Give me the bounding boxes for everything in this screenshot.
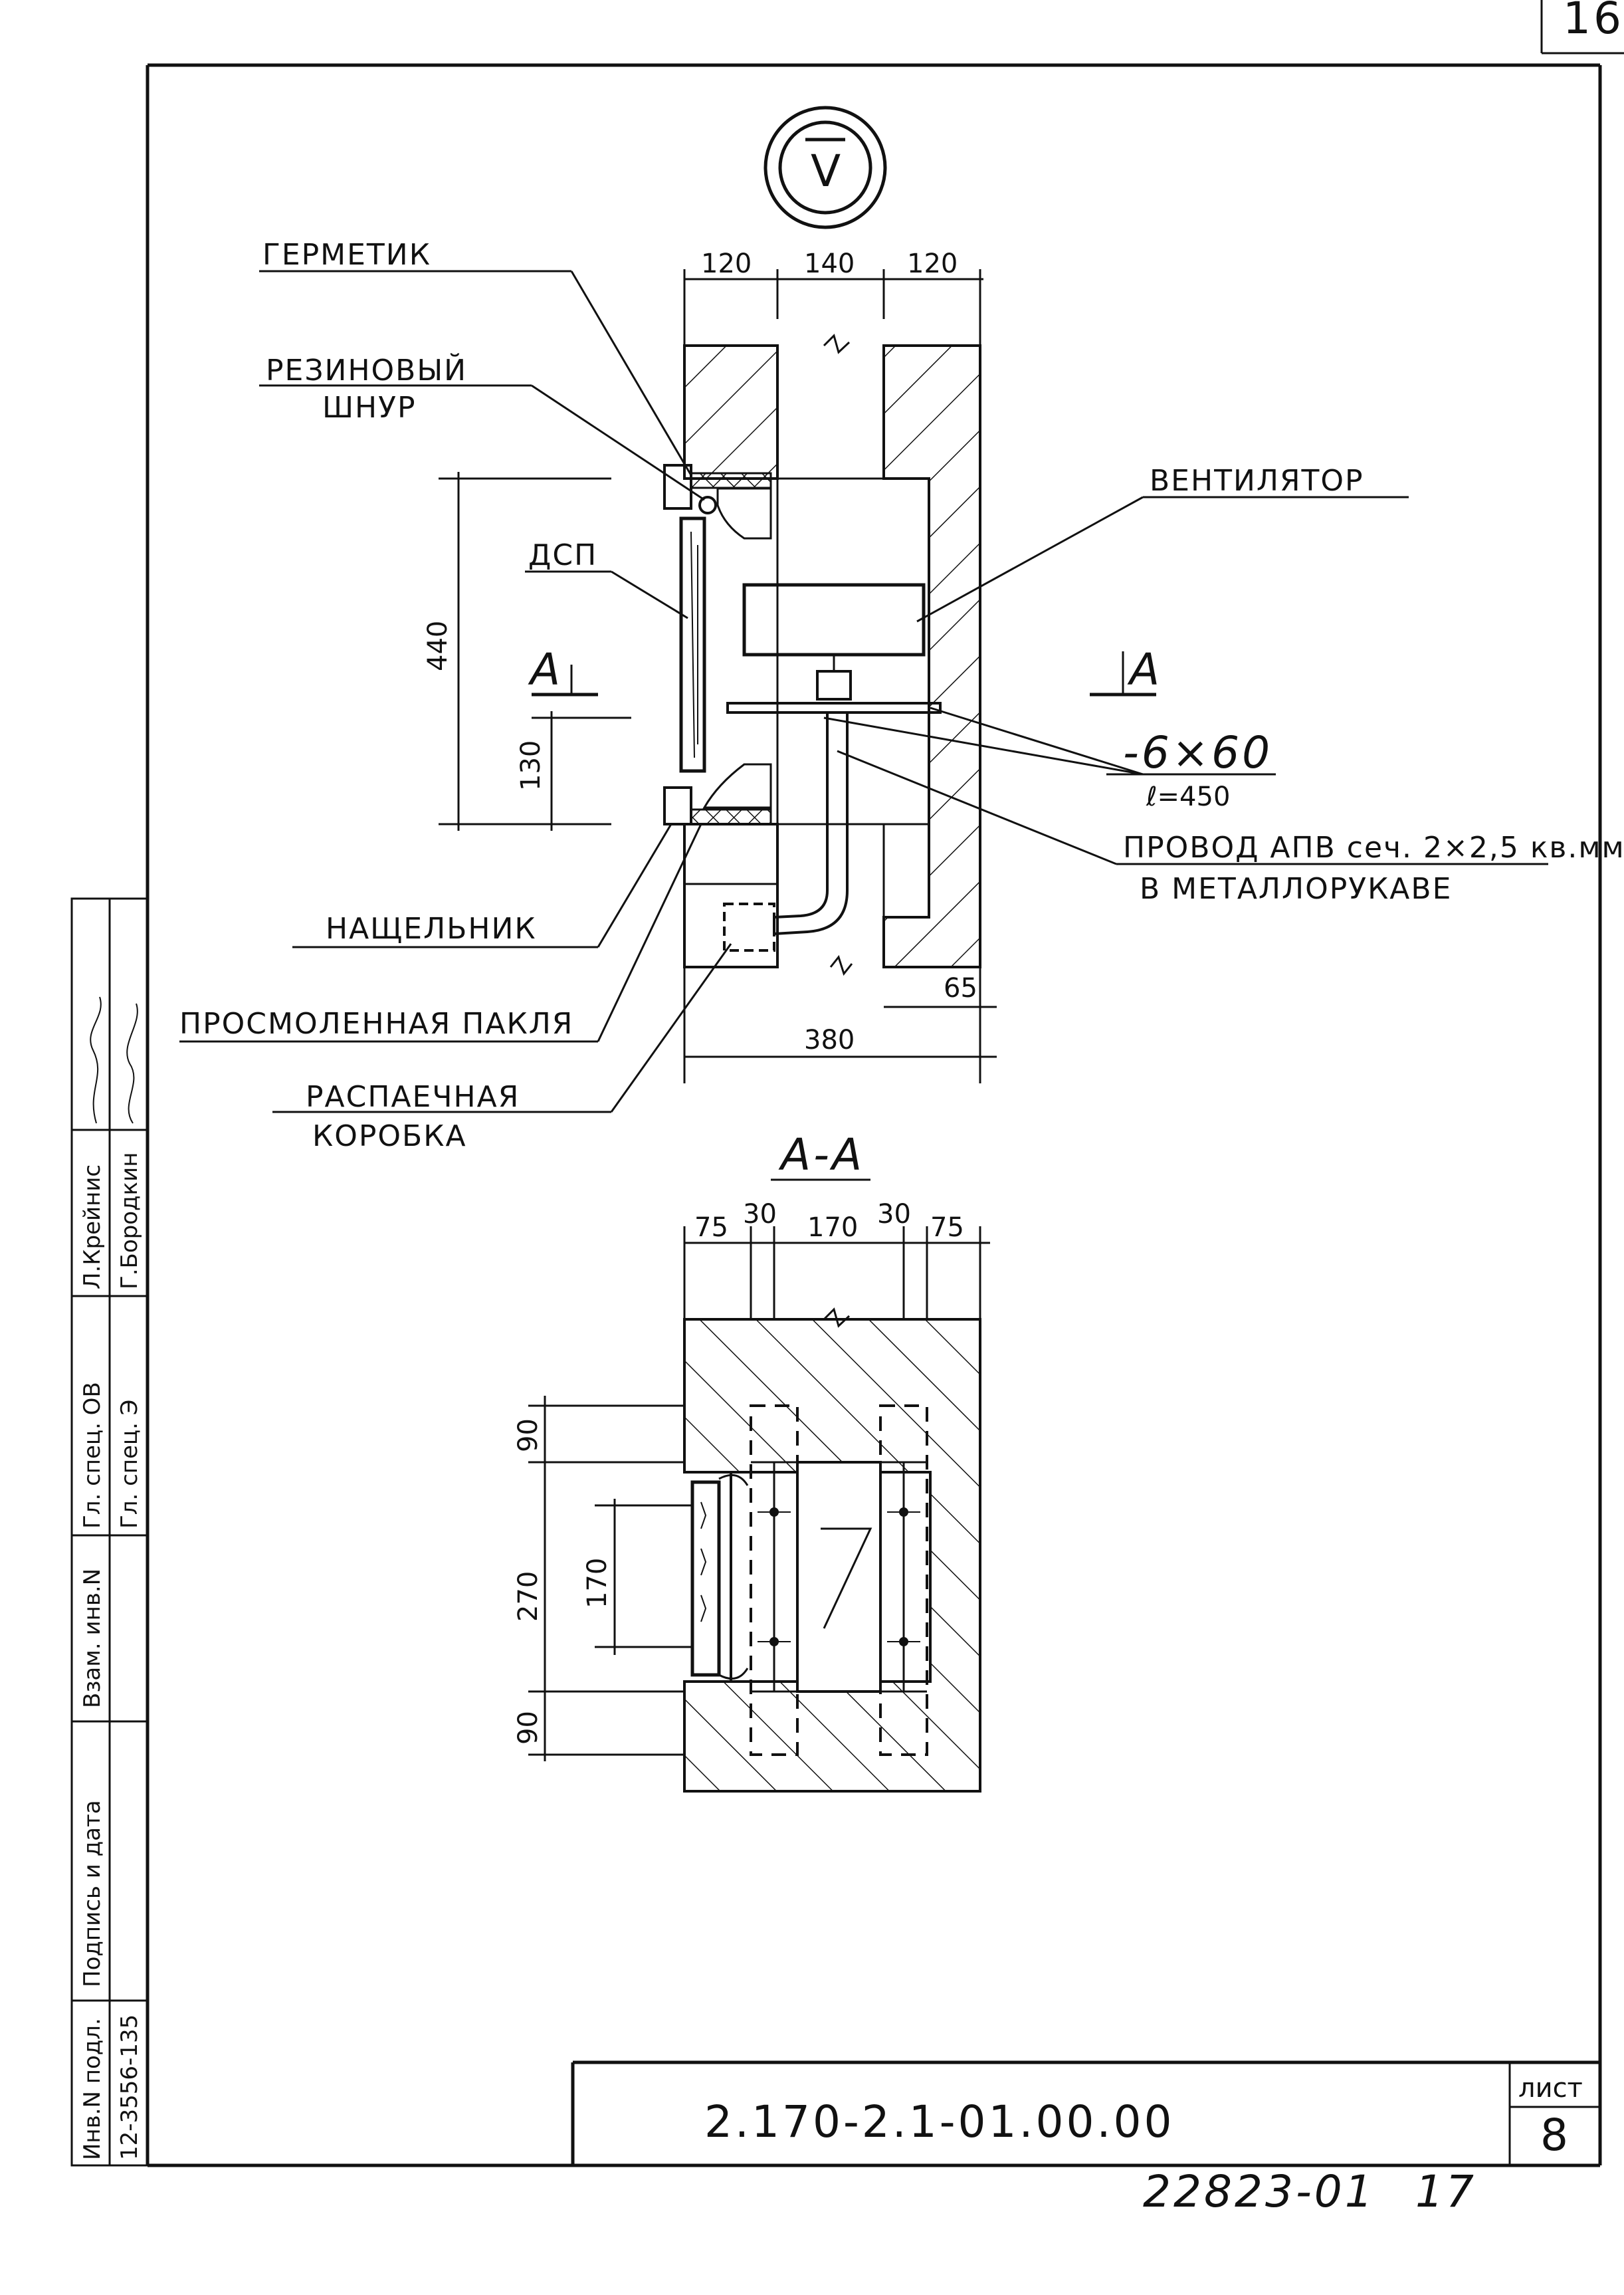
label-paklya: ПРОСМОЛЕННАЯ ПАКЛЯ	[179, 1007, 573, 1041]
rubber-cord-top	[698, 496, 717, 514]
dim-380: 380	[804, 1025, 855, 1055]
document-code: 2.170-2.1-01.00.00	[704, 2096, 1174, 2147]
bottom-number: 17	[1415, 2166, 1476, 2217]
stamp-sign-label: Подпись и дата	[79, 1800, 106, 1987]
sheet-number: 8	[1540, 2110, 1571, 2161]
leaders	[179, 270, 1548, 1113]
fan-motor	[816, 670, 852, 701]
stamp-inv-value: 12-3556-135	[116, 2015, 143, 2160]
handwritten-signatures	[90, 996, 138, 1124]
section-mark-left: А	[528, 644, 563, 695]
view-marker-label: V	[811, 146, 843, 197]
junction-box	[723, 903, 775, 952]
label-shnur: ШНУР	[322, 391, 416, 425]
sheet-label: лист	[1518, 2073, 1583, 2104]
dim-top-140: 140	[804, 249, 855, 279]
side-stamp	[70, 897, 149, 2167]
dimensions-main	[439, 269, 997, 1083]
wall-left-upper	[683, 344, 779, 480]
dimensions-aa	[528, 1226, 990, 1761]
stamp-inv-label: Инв.N подл.	[79, 2018, 106, 2160]
stamp-role-2: Гл. спец. Э	[116, 1400, 143, 1529]
label-strip-1: -6×60	[1123, 727, 1272, 778]
aa-fan	[796, 1461, 882, 1693]
stamp-name-1: Л.Крейнис	[79, 1164, 106, 1289]
label-rezinovyi: РЕЗИНОВЫЙ	[266, 352, 467, 387]
label-provod-1: ПРОВОД АПВ сеч. 2×2,5 кв.мм	[1123, 831, 1624, 865]
label-nashchelnik: НАЩЕЛЬНИК	[326, 912, 537, 946]
dim-top-120-left: 120	[701, 249, 752, 279]
aa-dsp-panel	[690, 1480, 721, 1677]
bottom-code: 22823-01	[1143, 2166, 1375, 2217]
section-mark-right: А	[1127, 644, 1162, 695]
dim-65: 65	[944, 973, 977, 1004]
wall-left-lower	[683, 823, 779, 968]
label-raspaechnaya: РАСПАЕЧНАЯ	[306, 1080, 520, 1114]
section-aa	[683, 1307, 981, 1793]
aa-dim-270: 270	[513, 1571, 544, 1622]
aa-dim-75-left: 75	[694, 1212, 728, 1243]
label-germetik: ГЕРМЕТИК	[262, 238, 431, 272]
sealant-top	[690, 472, 772, 489]
label-strip-2: ℓ=450	[1146, 782, 1230, 812]
view-marker	[763, 106, 887, 229]
dim-top-120-right: 120	[907, 249, 958, 279]
dsp-panel	[679, 516, 706, 773]
stamp-vzam-label: Взам. инв.N	[79, 1569, 106, 1708]
label-dsp: ДСП	[528, 538, 597, 572]
bottom-trim	[663, 786, 692, 825]
wall-section	[683, 334, 981, 976]
aa-dim-30-right: 30	[877, 1199, 911, 1230]
stamp-name-2: Г.Бородкин	[116, 1152, 143, 1289]
cable-sleeve	[773, 712, 849, 936]
label-provod-2: В МЕТАЛЛОРУКАВЕ	[1140, 872, 1452, 906]
stamp-role-1: Гл. спец. ОВ	[79, 1382, 106, 1529]
dim-440: 440	[423, 621, 453, 671]
aa-dim-170: 170	[807, 1212, 858, 1243]
corner-number: 16	[1563, 0, 1624, 44]
sealant-bottom	[690, 808, 772, 825]
aa-dim-75-right: 75	[930, 1212, 964, 1243]
aa-dim-90-bottom: 90	[513, 1711, 544, 1745]
aa-dim-170-vert: 170	[582, 1558, 613, 1608]
mounting-strip	[726, 702, 942, 714]
aa-dim-30-left: 30	[743, 1199, 777, 1230]
aa-dim-90-top: 90	[513, 1418, 544, 1452]
dim-130: 130	[516, 740, 546, 791]
label-ventilyator: ВЕНТИЛЯТОР	[1150, 464, 1364, 498]
section-title: А-А	[778, 1129, 864, 1180]
fan-body	[742, 583, 926, 657]
label-korobka: КОРОБКА	[312, 1119, 467, 1153]
title-block	[571, 2060, 1600, 2165]
